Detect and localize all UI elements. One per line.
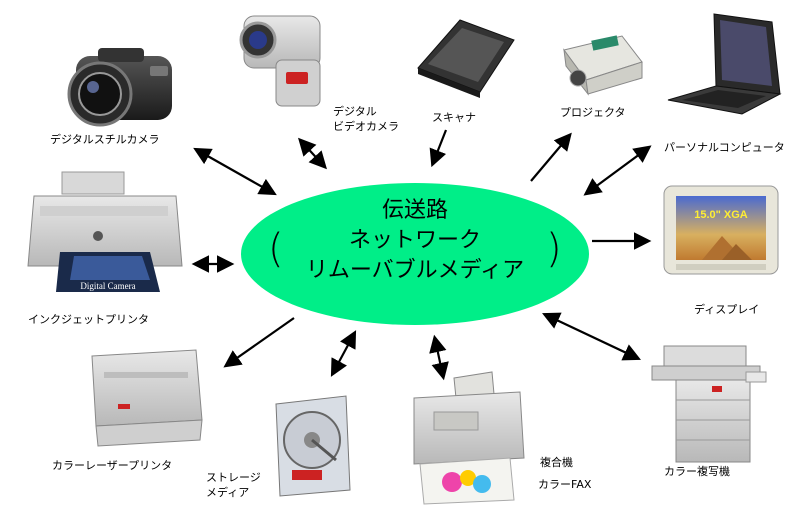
display-monitor-icon: 15.0" XGA bbox=[663, 185, 779, 275]
label-projector: プロジェクタ bbox=[560, 106, 626, 119]
arrow-multifunction bbox=[429, 334, 449, 381]
label-digital-still-camera: デジタルスチルカメラ bbox=[50, 133, 160, 146]
hard-disk-icon bbox=[275, 395, 351, 497]
paren-close: ) bbox=[546, 226, 562, 272]
center-removable-media: リムーバブルメディア bbox=[305, 258, 525, 283]
arrow-digital-video-camera bbox=[298, 137, 327, 170]
connection-arrows bbox=[191, 129, 652, 381]
transmission-path-ellipse bbox=[241, 183, 589, 325]
label-color-fax: カラーFAX bbox=[538, 478, 592, 491]
label-inkjet-printer: インクジェットプリンタ bbox=[28, 313, 149, 326]
inkjet-printer-icon: Digital Camera bbox=[27, 171, 183, 292]
digital-still-camera-icon bbox=[67, 48, 172, 127]
center-title: 伝送路 bbox=[381, 198, 448, 223]
laser-printer-icon bbox=[91, 349, 203, 447]
label-personal-computer: パーソナルコンピュータ bbox=[664, 141, 785, 154]
label-scanner: スキャナ bbox=[432, 111, 476, 124]
arrow-storage-media bbox=[330, 330, 357, 377]
arrow-scanner bbox=[429, 129, 448, 168]
arrow-color-laser-printer bbox=[223, 317, 295, 368]
label-color-copier: カラー複写機 bbox=[664, 465, 730, 478]
center-network: ネットワーク bbox=[348, 228, 481, 253]
label-display: ディスプレイ bbox=[694, 303, 760, 316]
projector-icon bbox=[563, 35, 643, 96]
scanner-icon bbox=[417, 19, 515, 98]
label-color-laser-printer: カラーレーザープリンタ bbox=[52, 459, 173, 472]
arrow-color-copier bbox=[542, 312, 641, 361]
copier-icon bbox=[651, 345, 767, 463]
label-digital-video-camera: デジタル ビデオカメラ bbox=[333, 105, 399, 133]
label-storage-media: ストレージ メディア bbox=[206, 471, 261, 499]
paren-open: ( bbox=[268, 226, 284, 272]
label-multifunction: 複合機 bbox=[540, 456, 573, 469]
arrow-projector bbox=[530, 132, 572, 182]
transmission-path-label: 伝送路 ネットワーク リムーバブルメディア bbox=[240, 192, 590, 322]
digital-video-camera-icon bbox=[239, 15, 321, 107]
arrow-digital-still-camera bbox=[193, 147, 277, 196]
fax-multifunction-icon bbox=[413, 371, 525, 505]
arrow-personal-computer bbox=[583, 145, 652, 196]
svg-text:Digital Camera: Digital Camera bbox=[80, 281, 135, 291]
laptop-icon bbox=[667, 13, 782, 115]
svg-text:15.0" XGA: 15.0" XGA bbox=[694, 209, 748, 221]
